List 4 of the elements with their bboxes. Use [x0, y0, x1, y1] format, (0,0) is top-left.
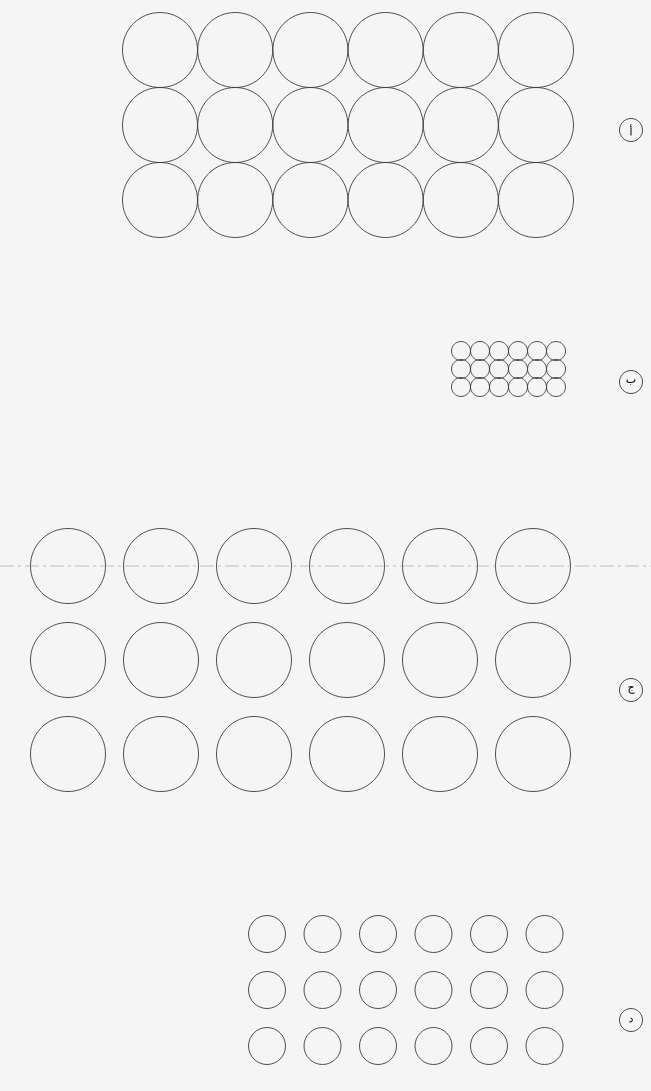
circled-letter: ب: [619, 370, 643, 394]
circled-letter: د: [619, 1008, 643, 1032]
circled-letter: ج: [619, 678, 643, 702]
circled-letter: أ: [619, 118, 643, 142]
